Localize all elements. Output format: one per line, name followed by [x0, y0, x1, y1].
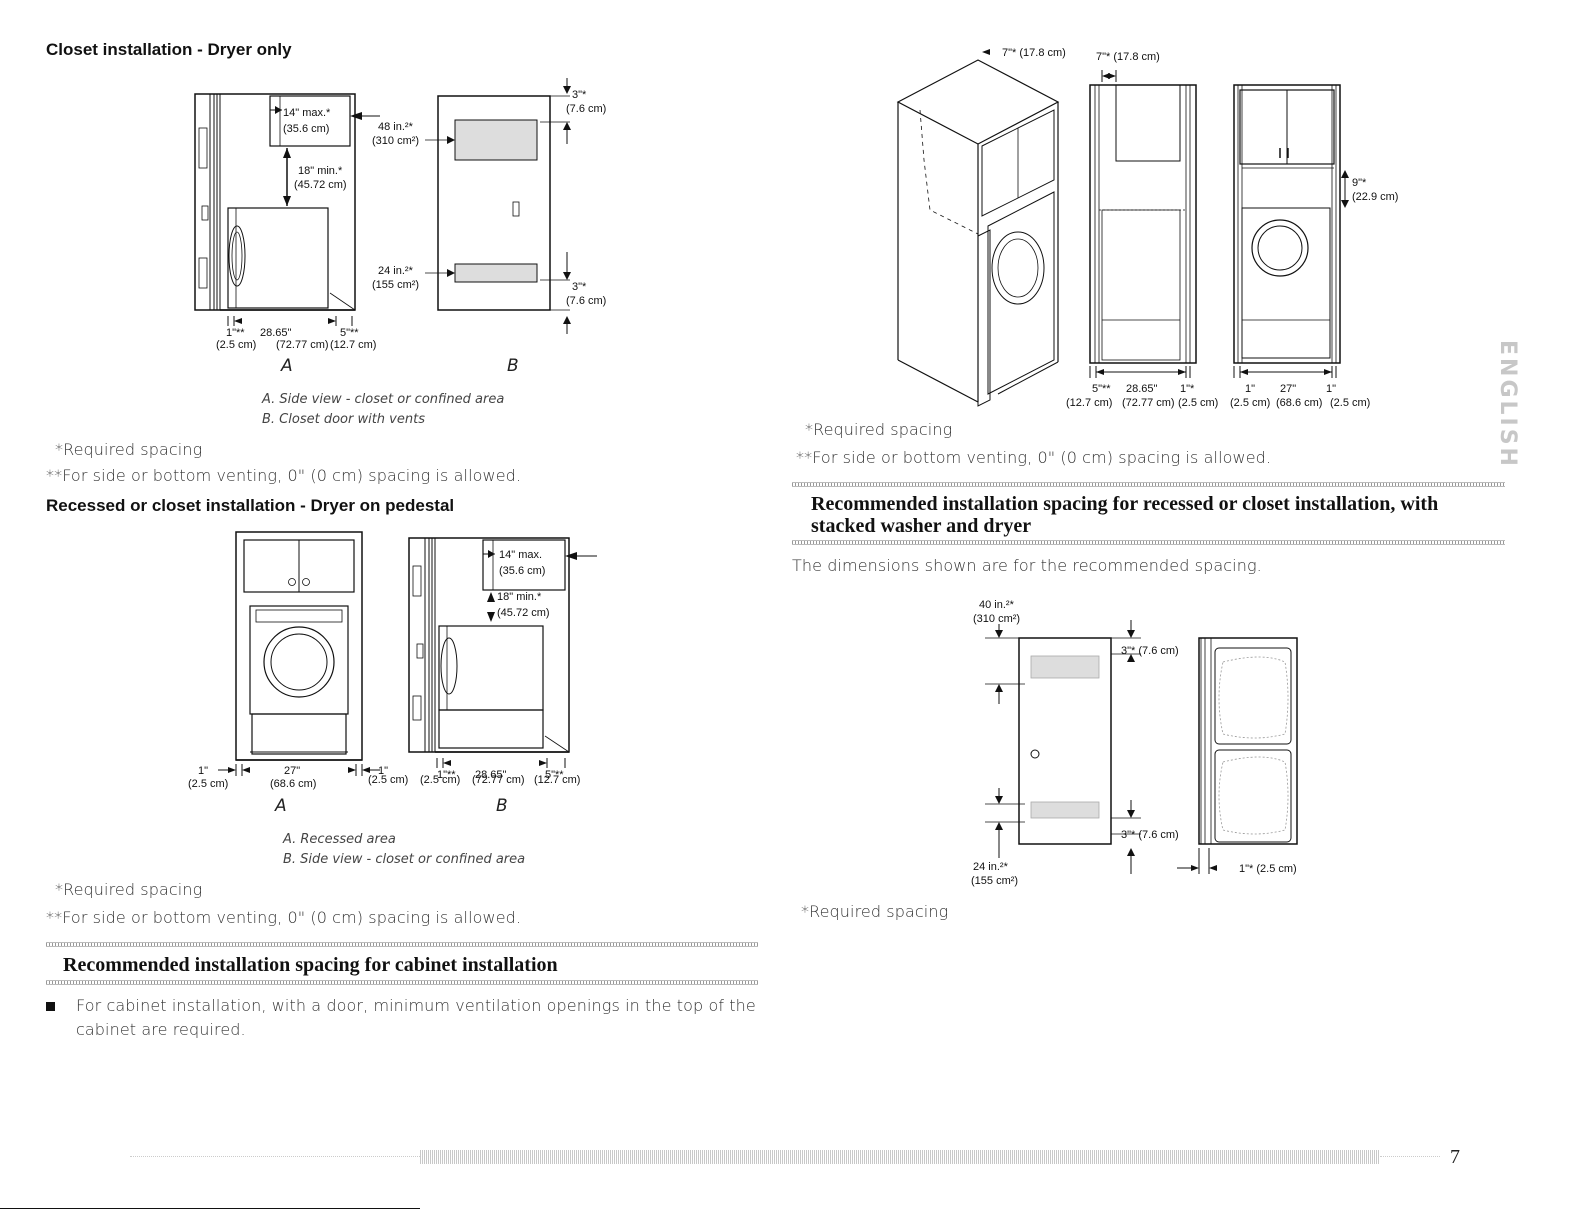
bullet-marker	[46, 1002, 55, 1011]
note-required-spacing-3: *Required spacing	[805, 420, 953, 439]
figure-recessed-area: 1" 27" 1" (2.5 cm) (68.6 cm)	[188, 531, 388, 790]
fig2b-bottom-right: 5"**	[545, 769, 564, 781]
fig1b-top-space-cm: (7.6 cm)	[566, 103, 606, 115]
pedestal-heading: Recessed or closet installation - Dryer …	[46, 496, 455, 515]
fig4-side-space: 1"* (2.5 cm)	[1239, 863, 1297, 875]
stacked-rule-top	[792, 482, 1505, 487]
fig2b-bottom-left: 1"**	[437, 769, 456, 781]
closet-heading: Closet installation - Dryer only	[46, 40, 292, 59]
fig2b-vert-gap: 18" min.*	[497, 591, 542, 603]
note-required-spacing-4: *Required spacing	[801, 902, 949, 921]
fig1b-top-space: 3"*	[572, 89, 587, 101]
fig2a-right: 1"	[378, 765, 388, 777]
section-rule-top	[46, 942, 758, 947]
fig3-b2: 28.65"	[1126, 383, 1158, 395]
figure-pedestal-side-view: 14" max. (35.6 cm) 18" min.* (45.72 cm) …	[408, 537, 597, 781]
fig1-letter-b: B	[507, 356, 519, 376]
language-side-tab: ENGLISH	[1495, 340, 1520, 469]
fig2b-top-gap: 14" max.	[499, 549, 542, 561]
fig3-b3-cm: (2.5 cm)	[1178, 397, 1218, 409]
note-venting-3: **For side or bottom venting, 0" (0 cm) …	[796, 448, 1272, 467]
fig1b-vent-top-cm: (310 cm²)	[372, 135, 419, 147]
fig2b-vert-gap-cm: (45.72 cm)	[497, 607, 550, 619]
fig3-b3: 1"*	[1180, 383, 1195, 395]
fig4-vent-top: 40 in.²*	[979, 599, 1015, 611]
page-number: 7	[1450, 1146, 1460, 1168]
fig3-b2-cm: (72.77 cm)	[1122, 397, 1175, 409]
fig3-b6: 1"	[1326, 383, 1336, 395]
fig1-letter-a: A	[281, 356, 293, 376]
fig1-caption-b: B. Closet door with vents	[262, 412, 425, 427]
figure-closet-side-view: 14" max.* (35.6 cm) 18" min.* (45.72 cm)…	[194, 93, 380, 351]
fig2b-bottom-mid-cm: (72.77 cm)	[472, 774, 525, 786]
cabinet-heading: Recommended installation spacing for cab…	[63, 954, 558, 976]
fig3-b5-cm: (68.6 cm)	[1276, 397, 1322, 409]
fig2-letter-a: A	[275, 796, 287, 816]
figure-cabinet-views: 7"* (17.8 cm) 7"* (17.8 cm) 9"* (22.9 cm…	[896, 47, 1398, 409]
footer-dotted-rule-left	[130, 1156, 420, 1157]
fig1a-bottom-right: 5"**	[340, 327, 359, 339]
fig4-vent-bottom: 24 in.²*	[973, 861, 1009, 873]
fig2b-top-gap-cm: (35.6 cm)	[499, 565, 545, 577]
fig2b-bottom-left-cm: (2.5 cm)	[420, 774, 461, 786]
fig1b-bottom-space: 3"*	[572, 281, 587, 293]
fig4-bottom-space: 3"* (7.6 cm)	[1121, 829, 1179, 841]
fig4-top-space: 3"* (7.6 cm)	[1121, 645, 1179, 657]
footer-band	[420, 1150, 1380, 1164]
section-rule-bottom	[46, 980, 758, 985]
stacked-rule-bottom	[792, 540, 1505, 545]
fig2a-mid-cm: (68.6 cm)	[270, 778, 316, 790]
stacked-heading-line1: Recommended installation spacing for rec…	[811, 493, 1439, 515]
note-venting-2: **For side or bottom venting, 0" (0 cm) …	[46, 908, 522, 927]
stacked-heading-line2: stacked washer and dryer	[811, 515, 1032, 537]
fig1a-bottom-right-cm: (12.7 cm)	[330, 339, 376, 351]
fig3-side-gap: 9"*	[1352, 177, 1367, 189]
fig2b-bottom-right-cm: (12.7 cm)	[534, 774, 581, 786]
fig3-b6-cm: (2.5 cm)	[1330, 397, 1370, 409]
fig1a-bottom-left: 1"**	[226, 327, 245, 339]
fig1b-vent-bottom-cm: (155 cm²)	[372, 279, 419, 291]
note-required-spacing-2: *Required spacing	[55, 880, 203, 899]
cabinet-bullet-text: For cabinet installation, with a door, m…	[76, 996, 756, 1039]
figure-closet-door-vents: 48 in.²* (310 cm²) 24 in.²* (155 cm²) 3"…	[372, 78, 606, 334]
fig1b-bottom-space-cm: (7.6 cm)	[566, 295, 606, 307]
fig3-b4-cm: (2.5 cm)	[1230, 397, 1270, 409]
footer-dotted-rule-right	[1380, 1156, 1440, 1157]
fig4-vent-top-cm: (310 cm²)	[973, 613, 1020, 625]
fig1-caption-a: A. Side view - closet or confined area	[262, 392, 505, 407]
note-required-spacing-1: *Required spacing	[55, 440, 203, 459]
fig2b-bottom-mid: 28.65"	[475, 769, 507, 781]
fig3-b5: 27"	[1280, 383, 1296, 395]
fig1a-vert-gap-cm: (45.72 cm)	[294, 179, 347, 191]
fig3-b1-cm: (12.7 cm)	[1066, 397, 1112, 409]
fig3-b4: 1"	[1245, 383, 1255, 395]
fig1a-bottom-mid: 28.65"	[260, 327, 292, 339]
fig1a-bottom-mid-cm: (72.77 cm)	[276, 339, 329, 351]
fig2a-left: 1"	[198, 765, 208, 777]
fig1a-vert-gap: 18" min.*	[298, 165, 343, 177]
fig2-caption-a: A. Recessed area	[283, 832, 396, 847]
fig1b-vent-top: 48 in.²*	[378, 121, 414, 133]
fig3-top-left: 7"* (17.8 cm)	[1002, 47, 1066, 59]
bottom-edge-rule	[0, 1208, 420, 1209]
fig4-vent-bottom-cm: (155 cm²)	[971, 875, 1018, 887]
fig1b-vent-bottom: 24 in.²*	[378, 265, 414, 277]
fig2a-mid: 27"	[284, 765, 300, 777]
fig2-letter-b: B	[496, 796, 508, 816]
stacked-intro-text: The dimensions shown are for the recomme…	[792, 556, 1262, 575]
fig3-side-gap-cm: (22.9 cm)	[1352, 191, 1398, 203]
fig2-caption-b: B. Side view - closet or confined area	[283, 852, 526, 867]
fig2a-right-cm: (2.5 cm)	[368, 774, 409, 786]
fig1a-top-gap: 14" max.*	[283, 107, 331, 119]
note-venting-1: **For side or bottom venting, 0" (0 cm) …	[46, 466, 522, 485]
fig2a-left-cm: (2.5 cm)	[188, 778, 228, 790]
figure-stacked-vents: 40 in.²* (310 cm²) 24 in.²* (155 cm²) 3"…	[971, 599, 1298, 887]
fig1a-top-gap-cm: (35.6 cm)	[283, 123, 329, 135]
fig1a-bottom-left-cm: (2.5 cm)	[216, 339, 256, 351]
fig3-top-mid: 7"* (17.8 cm)	[1096, 51, 1160, 63]
fig3-b1: 5"**	[1092, 383, 1111, 395]
